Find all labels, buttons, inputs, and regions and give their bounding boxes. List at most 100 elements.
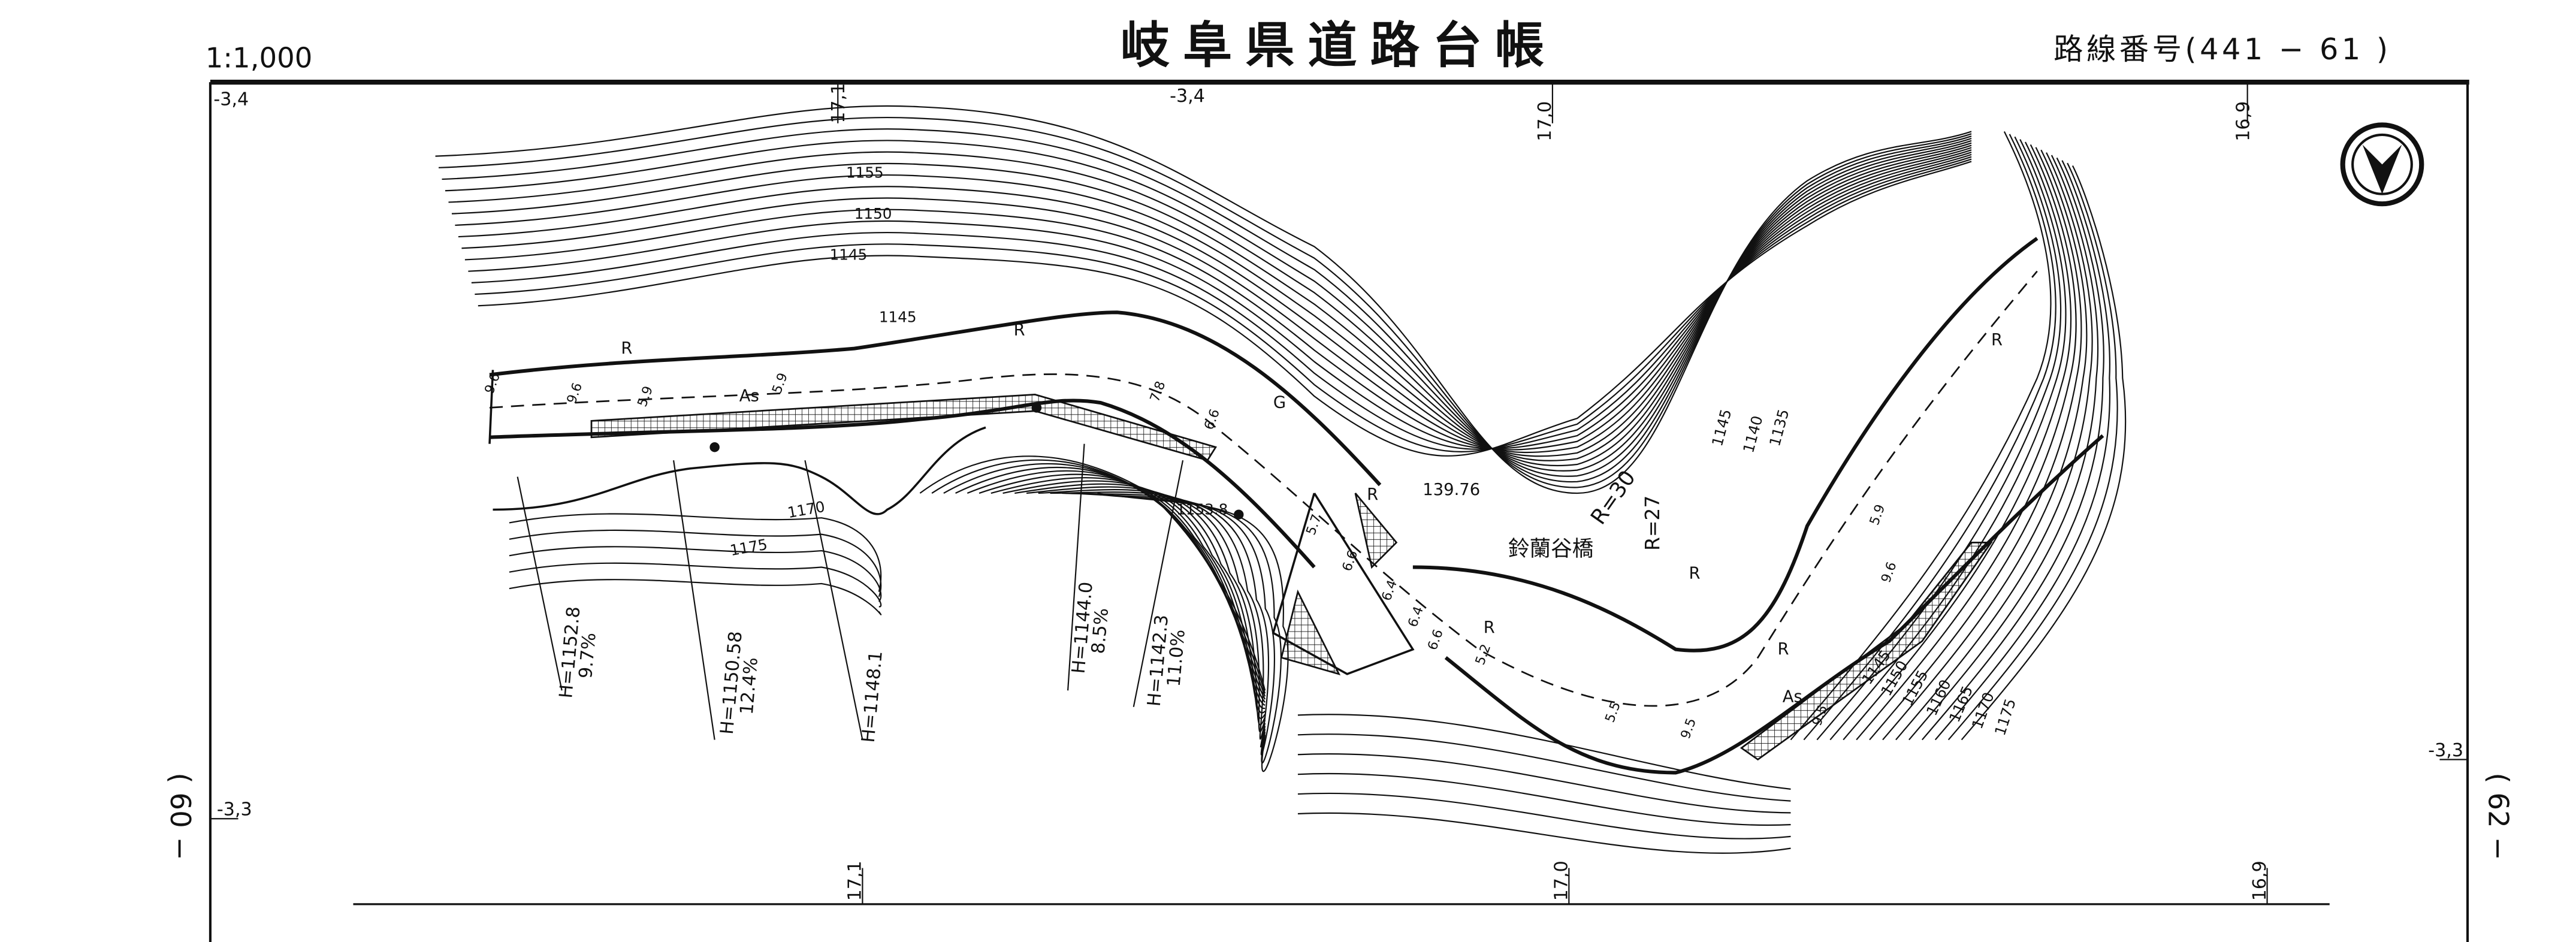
contour-label: 1135 bbox=[1766, 407, 1792, 448]
profile-grade: 11.0% bbox=[1164, 629, 1189, 688]
width-dimension: 5.9 bbox=[1867, 503, 1888, 527]
north-arrow-icon bbox=[2340, 122, 2424, 207]
contour-line bbox=[1803, 134, 2056, 741]
curve-radius: R=30 bbox=[1586, 466, 1641, 529]
surface-label: R bbox=[1689, 564, 1700, 583]
contour-line bbox=[1050, 491, 1266, 740]
contour-line bbox=[464, 152, 1972, 451]
contour-label: 1145 bbox=[1708, 407, 1735, 448]
contour-label: 1140 bbox=[1740, 414, 1766, 455]
contour-label: 1150 bbox=[854, 205, 892, 222]
width-dimension: 9.5 bbox=[1678, 716, 1699, 741]
surface-label: As bbox=[1783, 687, 1802, 706]
contour-label: 1175 bbox=[729, 536, 769, 559]
bridge-name: 鈴蘭谷橋 bbox=[1508, 536, 1594, 561]
contour-line bbox=[451, 142, 1972, 467]
grid-label: -3,4 bbox=[213, 89, 249, 110]
contour-lines bbox=[435, 105, 2127, 854]
contour-line bbox=[509, 529, 882, 597]
contour-line bbox=[1934, 160, 2111, 741]
contour-line bbox=[445, 137, 1972, 477]
contour-label: 1155 bbox=[846, 164, 884, 181]
contour-line bbox=[471, 156, 1972, 450]
scale-label: 1:1,000 bbox=[206, 41, 313, 74]
contour-label: 1145 bbox=[879, 309, 917, 326]
contour-line bbox=[1947, 162, 2118, 741]
surface-label: G bbox=[1273, 393, 1286, 412]
width-dimension: 5.9 bbox=[635, 384, 656, 409]
adjacent-sheet-right: ( 62 − bbox=[2483, 772, 2515, 860]
benchmark-point bbox=[1234, 509, 1244, 520]
contour-line bbox=[1895, 152, 2093, 741]
grid-label: -3,4 bbox=[1170, 86, 1205, 107]
profile-grade: 9.7% bbox=[575, 632, 600, 679]
grid-label: 17,1 bbox=[845, 861, 866, 901]
curve-radius: R=27 bbox=[1641, 496, 1664, 551]
contour-line bbox=[1097, 492, 1289, 772]
profile-leaders bbox=[517, 443, 1184, 740]
surface-label: R bbox=[621, 339, 632, 358]
contour-line bbox=[435, 105, 1972, 494]
width-dimension: 5.2 bbox=[1473, 642, 1494, 667]
profile-height: H=1148.1 bbox=[858, 650, 887, 744]
contour-line bbox=[1921, 157, 2104, 741]
route-number: 路線番号(441 − 61 ) bbox=[2053, 32, 2391, 67]
contour-line bbox=[509, 513, 882, 592]
contour-line bbox=[442, 128, 1972, 482]
grid-label: -3,3 bbox=[2428, 740, 2463, 761]
width-dimension: 7.8 bbox=[1147, 379, 1168, 404]
contour-line bbox=[475, 158, 1972, 453]
contour-line bbox=[1297, 772, 1791, 826]
vegetation-area bbox=[493, 426, 986, 515]
surface-label: As bbox=[739, 387, 759, 405]
grid-label: 16,9 bbox=[2249, 861, 2270, 901]
contour-line bbox=[1297, 733, 1791, 802]
width-dimension: 6.6 bbox=[1425, 627, 1446, 652]
surface-label: R bbox=[1778, 640, 1789, 659]
grid-label: -3,3 bbox=[217, 799, 252, 820]
contour-line bbox=[1297, 812, 1791, 854]
contour-line bbox=[1961, 165, 2127, 741]
surface-label: R bbox=[1014, 321, 1025, 340]
contour-line bbox=[943, 463, 1266, 697]
contour-line bbox=[1297, 792, 1791, 840]
road-alignment bbox=[488, 237, 2104, 775]
width-dimension: 6.6 bbox=[1202, 407, 1223, 431]
contour-label: 1145 bbox=[830, 246, 868, 263]
adjacent-sheet-left: ( 60 − bbox=[164, 772, 197, 860]
grid-label: 17,1 bbox=[828, 83, 849, 123]
width-dimension: 9.6 bbox=[1879, 560, 1899, 585]
surface-label: R bbox=[1367, 485, 1378, 504]
grid-label: 17,0 bbox=[1535, 101, 1556, 141]
contour-line bbox=[1816, 136, 2061, 741]
contour-line bbox=[509, 579, 882, 615]
contour-line bbox=[1002, 480, 1266, 714]
width-dimension: 5.5 bbox=[1603, 700, 1624, 724]
surface-label: R bbox=[1484, 618, 1495, 637]
contour-line bbox=[1297, 753, 1791, 814]
surface-label: R bbox=[1991, 331, 2003, 349]
grid-label: 17,0 bbox=[1551, 861, 1572, 901]
contour-line bbox=[455, 144, 1972, 461]
benchmark-point bbox=[709, 442, 720, 452]
contour-line bbox=[458, 147, 1972, 457]
contour-line bbox=[1085, 492, 1282, 764]
benchmark-point bbox=[1031, 403, 1042, 413]
contour-line bbox=[461, 149, 1972, 454]
contour-line bbox=[1882, 149, 2088, 741]
map-frame bbox=[209, 80, 2469, 942]
contour-line bbox=[1856, 144, 2077, 741]
contour-line bbox=[1026, 486, 1266, 726]
spot-height: 139.76 bbox=[1423, 481, 1480, 499]
width-dimension: 6.6 bbox=[1340, 548, 1361, 573]
contour-line bbox=[509, 562, 882, 608]
width-dimension: 6.4 bbox=[1406, 605, 1427, 629]
contour-line bbox=[1014, 483, 1266, 720]
contour-line bbox=[1038, 489, 1266, 733]
profile-grade: 12.4% bbox=[736, 657, 762, 716]
contour-line bbox=[1843, 141, 2072, 741]
contour-line bbox=[448, 140, 1972, 472]
contour-line bbox=[509, 546, 882, 602]
width-dimension: 5.9 bbox=[769, 371, 790, 395]
